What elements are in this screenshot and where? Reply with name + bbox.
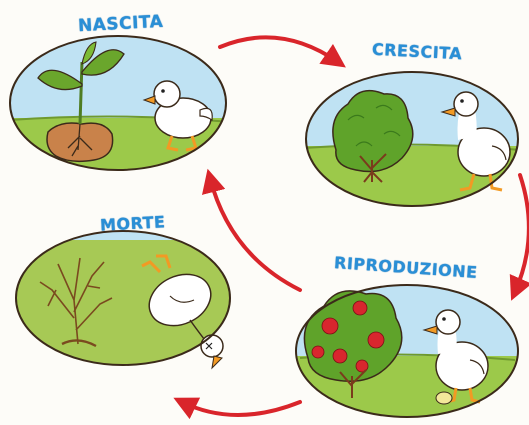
stage-label-morte: MORTE [99,212,166,235]
dead-bush-icon [39,257,113,348]
arrow-riproduzione-to-morte [173,397,302,420]
egg-icon [435,391,453,405]
stage-riproduzione-scene [295,284,519,418]
goose-icon [440,91,511,192]
duck-icon [142,80,213,152]
goose-icon [422,309,489,404]
stage-crescita-scene [305,71,519,207]
arrow-crescita-to-riproduzione [509,173,529,301]
stage-morte-scene [15,230,231,370]
arrow-nascita-to-crescita [218,35,346,68]
arrow-center-cross [202,168,302,292]
flower-icon [311,300,385,373]
stage-nascita-scene [9,35,227,171]
